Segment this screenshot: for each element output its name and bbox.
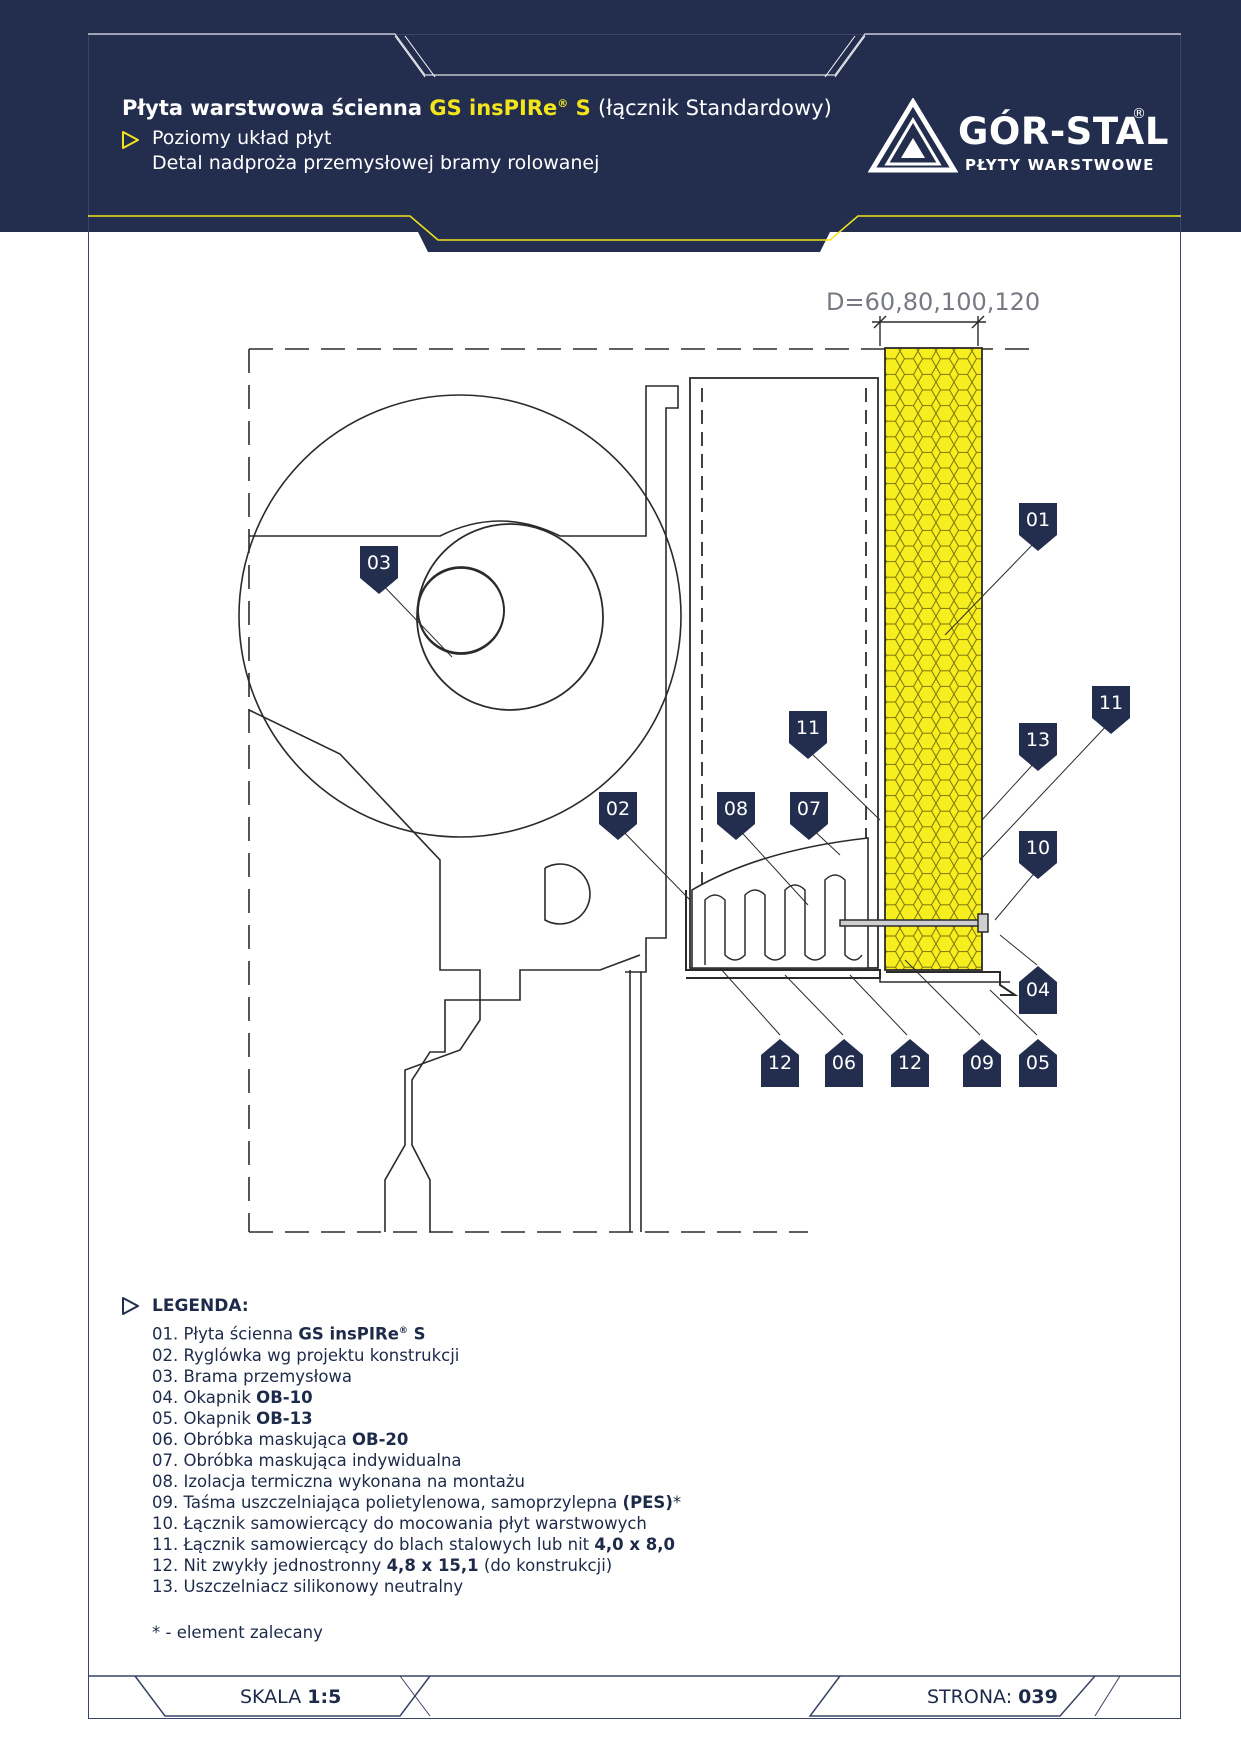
gor-stal-logo: GÓR-STAL ® PŁYTY WARSTWOWE <box>867 97 1168 184</box>
callout-11: 11 <box>789 711 827 759</box>
logo-subtitle: PŁYTY WARSTWOWE <box>965 156 1155 174</box>
callout-04: 04 <box>1019 966 1057 1014</box>
header-band <box>0 0 1241 232</box>
legend-note: * - element zalecany <box>152 1623 323 1642</box>
header-frame-decoration <box>88 33 1181 252</box>
callout-08: 08 <box>717 792 755 840</box>
callout-07: 07 <box>790 792 828 840</box>
logo-registered: ® <box>1132 106 1146 122</box>
callout-11-top: 11 <box>1092 686 1130 734</box>
legend-item: 01. Płyta ścienna GS insPIRe® S <box>152 1324 426 1344</box>
door-shaft <box>417 567 505 655</box>
callout-13: 13 <box>1019 723 1057 771</box>
door-roller <box>238 394 682 838</box>
technical-drawing <box>238 315 1111 1233</box>
footer-scale: SKALA 1:5 <box>240 1686 342 1708</box>
header-subtitle-detail: Detal nadproża przemysłowej bramy rolowa… <box>152 152 600 174</box>
legend-item: 13. Uszczelniacz silikonowy neutralny <box>152 1576 464 1596</box>
callout-05: 05 <box>1019 1039 1057 1087</box>
legend-item: 08. Izolacja termiczna wykonana na monta… <box>152 1471 525 1491</box>
callout-06: 06 <box>825 1039 863 1087</box>
callout-09: 09 <box>963 1039 1001 1087</box>
door-bracket <box>248 385 679 1232</box>
callout-12-right: 12 <box>891 1039 929 1087</box>
legend-item: 03. Brama przemysłowa <box>152 1366 353 1386</box>
panel-thickness-label: D=60,80,100,120 <box>826 288 1041 316</box>
header-title: Płyta warstwowa ścienna GS insPIRe® S (ł… <box>122 96 832 120</box>
flashing-ob20 <box>685 890 881 979</box>
callout-10: 10 <box>1019 831 1057 879</box>
footer-page-number: STRONA: 039 <box>927 1686 1058 1708</box>
legend-item: 05. Okapnik OB-13 <box>152 1408 313 1428</box>
legend-item: 07. Obróbka maskująca indywidualna <box>152 1450 462 1470</box>
callout-leaders <box>377 539 1111 1036</box>
legend-item: 12. Nit zwykły jednostronny 4,8 x 15,1 (… <box>152 1555 613 1575</box>
logo-name: GÓR-STAL <box>958 110 1169 153</box>
callout-01: 01 <box>1019 503 1057 551</box>
legend-item: 02. Ryglówka wg projektu konstrukcji <box>152 1345 460 1365</box>
legend-item: 09. Taśma uszczelniająca polietylenowa, … <box>152 1492 682 1512</box>
header-subtitle-layout: Poziomy układ płyt <box>152 127 332 149</box>
insulation-zigzag <box>704 874 863 965</box>
legend-arrow-icon <box>122 1297 139 1315</box>
dimension-line <box>872 315 986 346</box>
door-guide <box>625 970 641 1232</box>
legend-item: 10. Łącznik samowiercący do mocowania pł… <box>152 1513 647 1533</box>
legend-item: 04. Okapnik OB-10 <box>152 1387 313 1407</box>
callout-12-left: 12 <box>761 1039 799 1087</box>
callout-03: 03 <box>360 546 398 594</box>
insulation-mineral <box>691 837 869 969</box>
drip-flashing-ob10 <box>886 971 1019 996</box>
panel-screw <box>839 913 989 933</box>
legend-item: 06. Obróbka maskująca OB-20 <box>152 1429 409 1449</box>
drip-flashing-ob13 <box>879 972 1010 983</box>
legend-title: LEGENDA: <box>152 1296 249 1316</box>
callout-02: 02 <box>599 792 637 840</box>
door-shaft-outer <box>416 523 604 711</box>
product-name: GS insPIRe <box>429 96 558 120</box>
sandwich-panel <box>884 347 983 971</box>
play-arrow-icon <box>122 131 139 149</box>
footer-frame-decoration <box>88 1675 1181 1717</box>
logo-triangle-icon <box>867 97 959 173</box>
legend-item: 11. Łącznik samowiercący do blach stalow… <box>152 1534 675 1554</box>
drawing-frame <box>88 34 1181 1719</box>
